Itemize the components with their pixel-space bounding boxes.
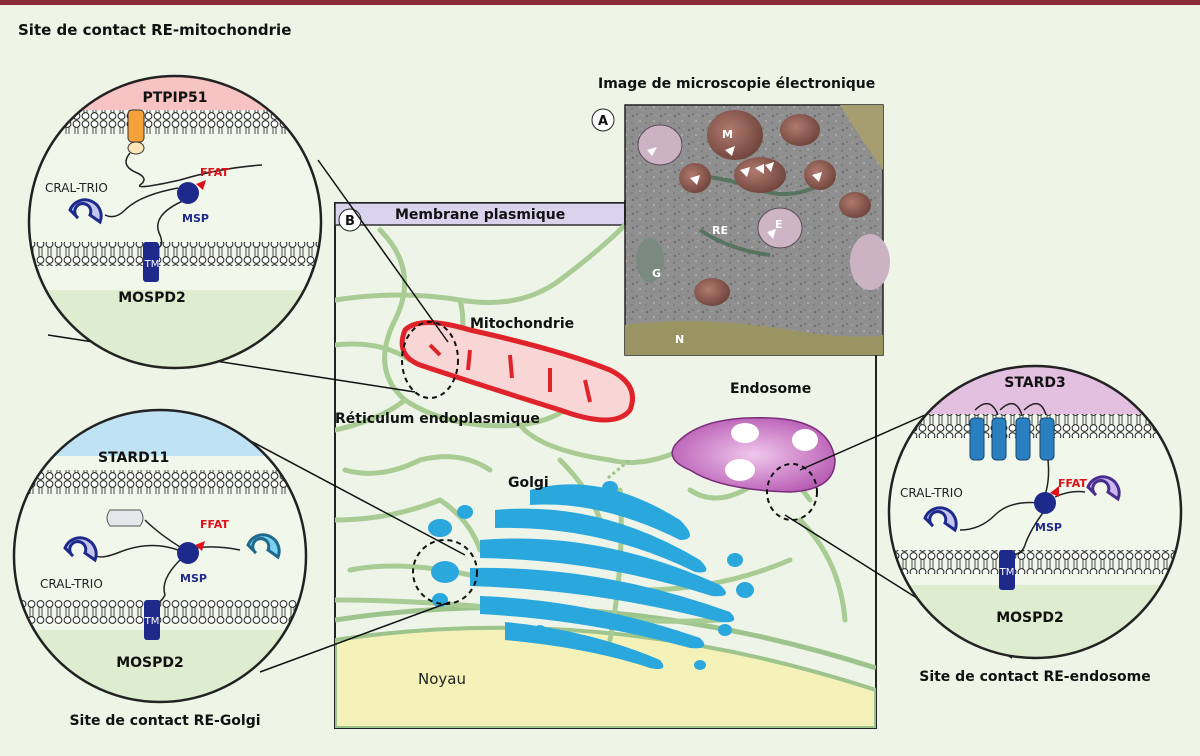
contact-site-mito (401, 321, 459, 399)
golgi-ffat-label: FFAT (200, 518, 229, 531)
endo-circle-title: Site de contact RE-endosome (919, 669, 1151, 685)
endo-ffat-label: FFAT (1058, 477, 1087, 490)
endo-tm-label: TM (999, 567, 1015, 578)
golgi-shape (428, 481, 754, 670)
endosome-label: Endosome (730, 381, 811, 397)
endo-msp-label: MSP (1035, 521, 1062, 534)
mito-bottom-protein: MOSPD2 (118, 290, 186, 306)
golgi-bottom-protein: MOSPD2 (116, 655, 184, 671)
mito-top-protein: PTPIP51 (142, 90, 207, 106)
em-label-m: M (722, 128, 733, 141)
em-label-re: RE (712, 224, 728, 237)
golgi-circle-title: Site de contact RE-Golgi (69, 713, 260, 729)
panel-b-letter: B (345, 214, 355, 229)
mito-domain-label: CRAL-TRIO (45, 181, 108, 195)
mito-ffat-label: FFAT (200, 166, 229, 179)
em-nucleus (625, 321, 883, 355)
zoom-circle-golgi: TM STARD11 FFAT CRAL-TRIO MSP MOSPD2 Sit… (12, 408, 308, 729)
mito-circle-title: Site de contact RE-mitochondrie (18, 21, 291, 39)
endo-top-protein: STARD3 (1004, 375, 1066, 391)
endo-domain-label: CRAL-TRIO (900, 486, 963, 500)
mito-tm-label: TM (144, 259, 160, 270)
panel-a-title: Image de microscopie électronique (598, 76, 875, 92)
panel-a-letter: A (598, 114, 608, 129)
contact-site-endo (766, 463, 818, 521)
golgi-domain-label: CRAL-TRIO (40, 577, 103, 591)
contact-site-golgi (412, 539, 478, 605)
em-label-g: G (652, 267, 661, 280)
zoom-circle-mito: Site de contact RE-mitochondrie TM PTPIP… (18, 21, 323, 370)
golgi-label: Golgi (508, 475, 549, 491)
er-label: Réticulum endoplasmique (335, 411, 540, 427)
mitochondria-label: Mitochondrie (470, 316, 574, 332)
endosome-shape (671, 416, 836, 493)
panel-a: Image de microscopie électronique M RE E… (591, 76, 890, 356)
mitochondria-shape (399, 320, 635, 423)
nucleus-shape (335, 625, 876, 728)
golgi-msp-label: MSP (180, 572, 207, 585)
golgi-tm-label: TM (144, 616, 160, 627)
endo-bottom-protein: MOSPD2 (996, 610, 1064, 626)
em-label-n: N (675, 333, 684, 346)
zoom-circle-endo: TM STARD3 FFAT CRAL-TRIO MSP MOSPD2 Site… (887, 364, 1183, 685)
plasma-membrane-label: Membrane plasmique (395, 207, 565, 223)
nucleus-label: Noyau (418, 670, 466, 688)
em-label-e: E (775, 218, 783, 231)
top-bar (0, 0, 1200, 5)
golgi-top-protein: STARD11 (98, 450, 169, 466)
mito-msp-label: MSP (182, 212, 209, 225)
